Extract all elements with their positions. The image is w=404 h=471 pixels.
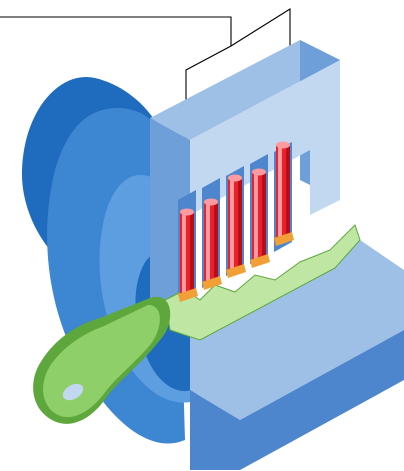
pin-top-cap xyxy=(276,142,290,149)
pin-highlight xyxy=(230,180,234,270)
pin-shade xyxy=(190,212,194,296)
pin-shade xyxy=(238,178,242,272)
pin-highlight xyxy=(254,174,258,260)
pin-top-cap xyxy=(180,209,194,216)
pin-highlight xyxy=(206,204,210,282)
pin-highlight xyxy=(278,147,282,238)
pin-shade xyxy=(286,145,290,240)
pin-shade xyxy=(262,172,266,262)
pin-top-cap xyxy=(228,175,242,182)
pin-highlight xyxy=(182,214,186,294)
pin-top-cap xyxy=(252,169,266,176)
pin-shade xyxy=(214,202,218,284)
pin-top-cap xyxy=(204,199,218,206)
